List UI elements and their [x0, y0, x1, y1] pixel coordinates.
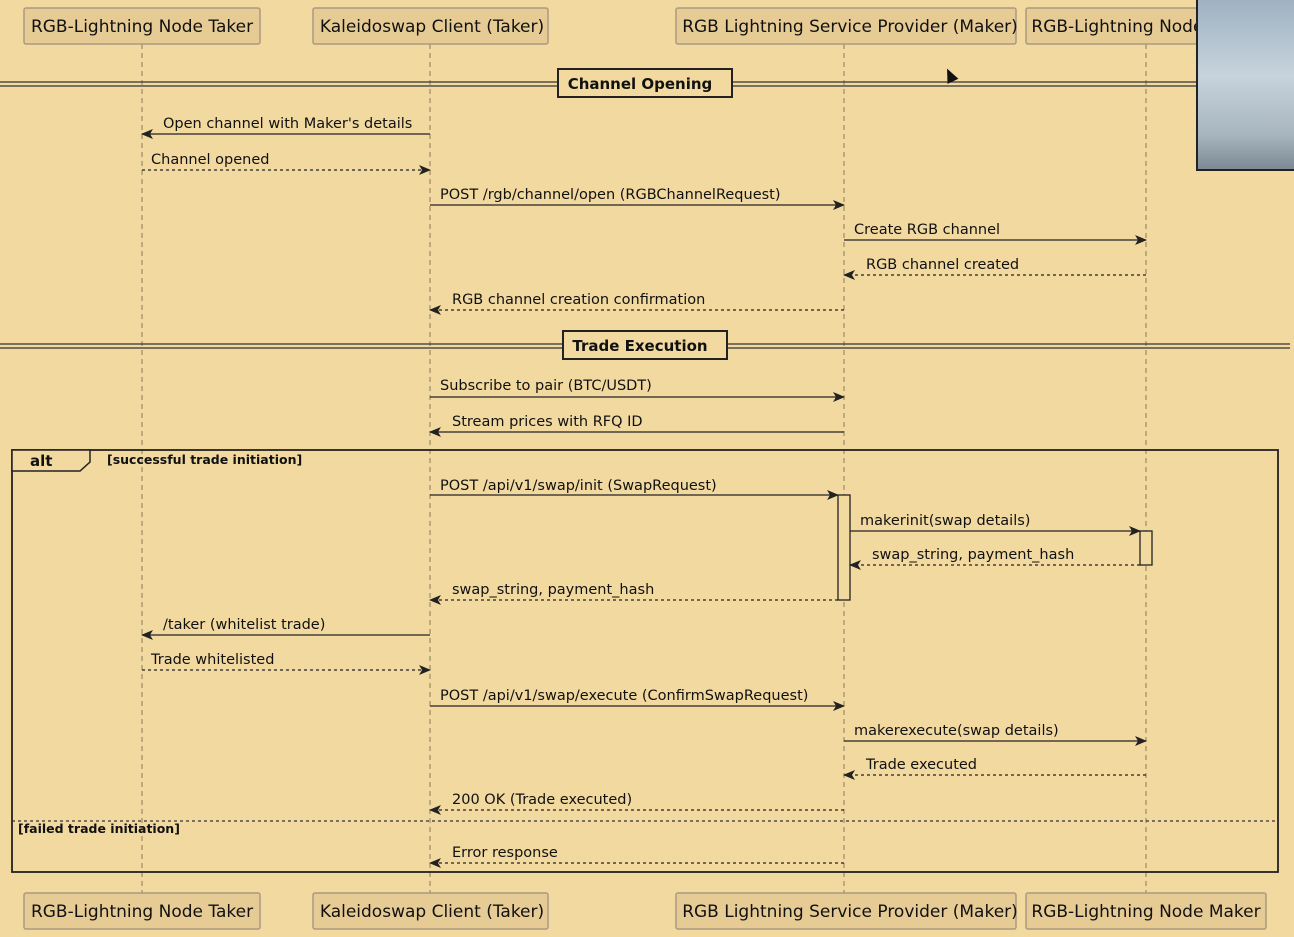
message-label: 200 OK (Trade executed)	[452, 792, 632, 808]
alt-guard-success: [successful trade initiation]	[107, 452, 302, 467]
message-label: Stream prices with RFQ ID	[452, 414, 643, 430]
activation-lsp	[837, 494, 851, 601]
participant-label: Kaleidoswap Client (Taker)	[320, 17, 544, 37]
divider-label: Channel Opening	[568, 75, 713, 93]
activation-maker-node	[1139, 530, 1153, 566]
participant-lsp[interactable]: RGB Lightning Service Provider (Maker)	[675, 7, 1018, 45]
activations	[837, 494, 1153, 601]
message-label: RGB channel created	[866, 257, 1019, 273]
participant-label: RGB-Lightning Node Maker	[1031, 902, 1260, 922]
participant-label: RGB Lightning Service Provider (Maker)	[682, 17, 1018, 37]
alt-guard-failed: [failed trade initiation]	[18, 821, 180, 836]
message-label: /taker (whitelist trade)	[163, 617, 325, 633]
participant-label: RGB Lightning Service Provider (Maker)	[682, 902, 1018, 922]
message-label: swap_string, payment_hash	[452, 582, 654, 598]
message-label: POST /api/v1/swap/execute (ConfirmSwapRe…	[440, 688, 808, 704]
message-label: makerexecute(swap details)	[854, 723, 1059, 739]
message-label: Trade whitelisted	[150, 652, 274, 668]
participants-top: RGB-Lightning Node Taker Kaleidoswap Cli…	[23, 7, 1267, 45]
participant-maker-node-bottom[interactable]: RGB-Lightning Node Maker	[1025, 892, 1267, 930]
participants-bottom: RGB-Lightning Node Taker Kaleidoswap Cli…	[23, 892, 1267, 930]
video-thumbnail-overlay	[1196, 0, 1294, 171]
message-label: POST /rgb/channel/open (RGBChannelReques…	[440, 187, 781, 203]
message-label: Trade executed	[865, 757, 977, 773]
participant-label: RGB-Lightning Node Taker	[31, 902, 253, 922]
participant-taker-node-bottom[interactable]: RGB-Lightning Node Taker	[23, 892, 261, 930]
alt-operator-label: alt	[30, 452, 52, 470]
messages: Open channel with Maker's details Channe…	[141, 116, 1147, 868]
message-label: swap_string, payment_hash	[872, 547, 1074, 563]
participant-label: Kaleidoswap Client (Taker)	[320, 902, 544, 922]
message-label: POST /api/v1/swap/init (SwapRequest)	[440, 478, 717, 494]
participant-label: RGB-Lightning Node Taker	[31, 17, 253, 37]
message-label: Create RGB channel	[854, 222, 1000, 238]
divider-channel-opening: Channel Opening	[0, 68, 1290, 98]
message-label: Channel opened	[151, 152, 269, 168]
divider-label: Trade Execution	[572, 337, 707, 355]
message-label: makerinit(swap details)	[860, 513, 1030, 529]
message-label: Subscribe to pair (BTC/USDT)	[440, 378, 652, 394]
lifelines	[141, 44, 1147, 893]
message-label: Error response	[452, 845, 558, 861]
alt-fragment: alt [successful trade initiation] [faile…	[11, 449, 1279, 873]
participant-client-bottom[interactable]: Kaleidoswap Client (Taker)	[312, 892, 549, 930]
message-label: Open channel with Maker's details	[163, 116, 412, 132]
participant-taker-node[interactable]: RGB-Lightning Node Taker	[23, 7, 261, 45]
divider-trade-execution: Trade Execution	[0, 330, 1290, 360]
participant-client[interactable]: Kaleidoswap Client (Taker)	[312, 7, 549, 45]
participant-lsp-bottom[interactable]: RGB Lightning Service Provider (Maker)	[675, 892, 1018, 930]
message-label: RGB channel creation confirmation	[452, 292, 705, 308]
